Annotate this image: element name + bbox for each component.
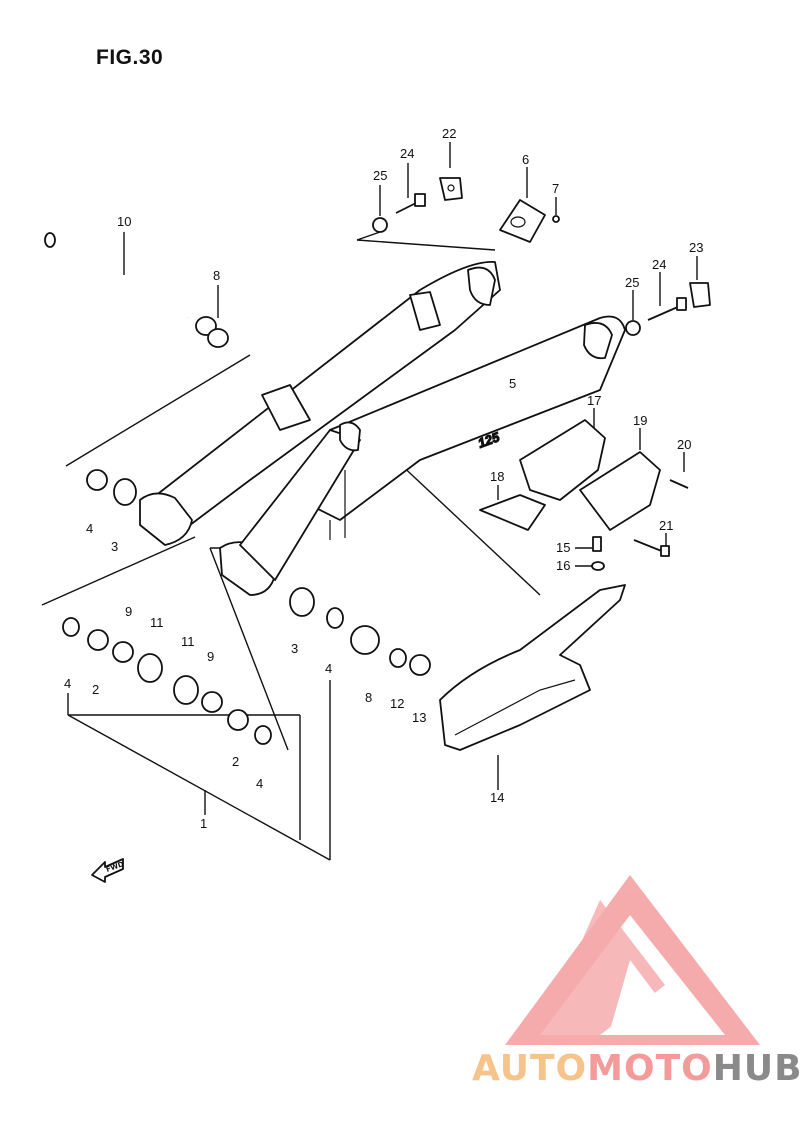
figure-title: FIG.30	[96, 46, 164, 69]
callout-19: 19	[633, 413, 647, 428]
callout-7: 7	[552, 181, 559, 196]
callout-9b: 9	[207, 649, 214, 664]
bolt-24-top	[395, 193, 426, 214]
bushing-9a	[112, 641, 134, 663]
collar-8a	[195, 316, 229, 348]
callout-3b: 3	[291, 641, 298, 656]
callout-4d: 4	[256, 776, 263, 791]
leader-lines	[41, 142, 698, 861]
callout-1: 1	[200, 816, 207, 831]
callout-16: 16	[556, 558, 570, 573]
callout-4c: 4	[64, 676, 71, 691]
guard-17	[519, 419, 606, 501]
callout-25b: 25	[625, 275, 639, 290]
callout-21: 21	[659, 518, 673, 533]
seal-4a	[86, 469, 108, 491]
callout-4b: 4	[325, 661, 332, 676]
callout-4a: 4	[86, 521, 93, 536]
callout-3a: 3	[111, 539, 118, 554]
nut-25-top	[372, 217, 388, 233]
chain-slider-14	[439, 584, 626, 751]
callout-8a: 8	[213, 268, 220, 283]
bolt-20	[669, 479, 689, 489]
callout-5: 5	[509, 376, 516, 391]
watermark-text: AUTOMOTOHUB	[472, 1048, 800, 1089]
screw-7	[552, 215, 560, 223]
callout-11b: 11	[181, 634, 195, 649]
seal-4d	[254, 725, 272, 745]
bushing-9b	[201, 691, 223, 713]
callout-6: 6	[522, 152, 529, 167]
seal-4c	[62, 617, 80, 637]
callout-2b: 2	[232, 754, 239, 769]
watermark-hub: HUB	[712, 1048, 800, 1089]
callout-labels: 10 8 25 24 22 6 7 23 24 25 5 17 19 20 18…	[64, 126, 703, 831]
callout-15: 15	[556, 540, 570, 555]
bracket-22	[439, 177, 463, 201]
callout-24a: 24	[400, 146, 414, 161]
callout-8b: 8	[365, 690, 372, 705]
callout-25a: 25	[373, 168, 387, 183]
bolt-15	[592, 536, 602, 552]
decal-125: 125	[476, 429, 502, 451]
washer-11b	[173, 675, 199, 705]
callout-11a: 11	[150, 615, 164, 630]
swingarm	[139, 261, 626, 596]
callout-14: 14	[490, 790, 504, 805]
callout-20: 20	[677, 437, 691, 452]
bracket-23	[689, 282, 711, 308]
spacer-2a	[87, 629, 109, 651]
seal-4b	[326, 607, 344, 629]
nut-25-right	[625, 320, 641, 336]
plate-18	[479, 494, 546, 531]
axle-10	[44, 232, 189, 320]
bearing-3b	[289, 587, 315, 617]
bearing-3a	[113, 478, 137, 506]
callout-24b: 24	[652, 257, 666, 272]
callout-23: 23	[689, 240, 703, 255]
plate-6	[499, 199, 546, 243]
callout-12: 12	[390, 696, 404, 711]
callout-13: 13	[412, 710, 426, 725]
callout-2a: 2	[92, 682, 99, 697]
collar-8b	[350, 625, 380, 655]
guard-19	[579, 451, 661, 531]
washer-12	[389, 648, 407, 668]
collar-13	[409, 654, 431, 676]
callout-9a: 9	[125, 604, 132, 619]
fwd-arrow-icon: FWD	[91, 858, 125, 883]
washer-16	[591, 561, 605, 571]
bolt-24-right	[647, 297, 687, 321]
callout-18: 18	[490, 469, 504, 484]
watermark-auto: AUTO	[472, 1048, 588, 1089]
watermark-logo	[505, 875, 760, 1045]
watermark-moto: MOTO	[587, 1048, 713, 1089]
washer-11a	[137, 653, 163, 683]
callout-10: 10	[117, 214, 131, 229]
callout-17: 17	[587, 393, 601, 408]
bolt-21	[633, 539, 670, 557]
spacer-2b	[227, 709, 249, 731]
callout-22: 22	[442, 126, 456, 141]
